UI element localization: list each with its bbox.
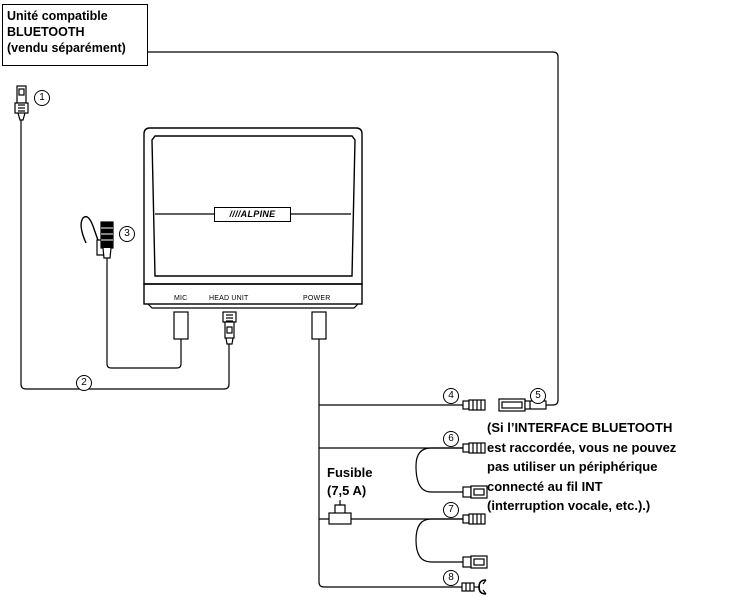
callout-8: 8 [443, 570, 459, 586]
microphone-3 [80, 215, 114, 259]
power-trunk [318, 339, 462, 588]
callout-4: 4 [443, 388, 459, 404]
ground-terminal-8 [461, 579, 487, 595]
note-line-5: (interruption vocale, etc.).) [487, 498, 651, 513]
connector-1-plug [14, 85, 29, 121]
callout-5: 5 [530, 388, 546, 404]
bluetooth-unit-label: Unité compatible BLUETOOTH (vendu séparé… [2, 4, 148, 66]
port-label-head-unit: HEAD UNIT [209, 295, 249, 302]
fuse-label: Fusible (7,5 A) [327, 464, 373, 500]
connector-5 [498, 398, 547, 412]
note-line-1: (Si l’INTERFACE BLUETOOTH [487, 420, 673, 435]
callout-6: 6 [443, 431, 459, 447]
mic-socket [173, 311, 189, 340]
connector-6-female [462, 485, 488, 499]
fuse-holder [328, 500, 352, 525]
port-label-power: POWER [303, 295, 331, 302]
bluetooth-cable [148, 51, 559, 406]
power-socket [311, 311, 327, 340]
unit-label-line-3: (vendu séparément) [7, 41, 126, 55]
int-wire-note: (Si l’INTERFACE BLUETOOTH est raccordée,… [487, 418, 735, 516]
loop-7 [415, 518, 463, 563]
connector-4 [462, 399, 486, 411]
alpine-logo: ////ALPINE [214, 207, 291, 222]
note-line-3: pas utiliser un périphérique [487, 459, 658, 474]
unit-label-line-2: BLUETOOTH [7, 25, 85, 39]
callout-1: 1 [34, 90, 50, 106]
note-line-4: connecté au fil INT [487, 478, 603, 494]
connector-6 [462, 442, 486, 454]
callout-7: 7 [443, 502, 459, 518]
loop-6 [415, 447, 463, 493]
port-label-mic: MIC [174, 295, 188, 302]
mic-cable [106, 258, 182, 369]
cable-2 [20, 120, 230, 390]
note-line-2: est raccordée, vous ne pouvez [487, 439, 677, 455]
connector-7 [462, 513, 486, 525]
unit-label-line-1: Unité compatible [7, 9, 108, 23]
fuse-label-line-1: Fusible [327, 465, 373, 480]
head-unit-plug [222, 311, 237, 345]
connector-7-female [462, 555, 488, 569]
callout-3: 3 [119, 226, 135, 242]
callout-2: 2 [76, 375, 92, 391]
fuse-label-line-2: (7,5 A) [327, 483, 367, 498]
